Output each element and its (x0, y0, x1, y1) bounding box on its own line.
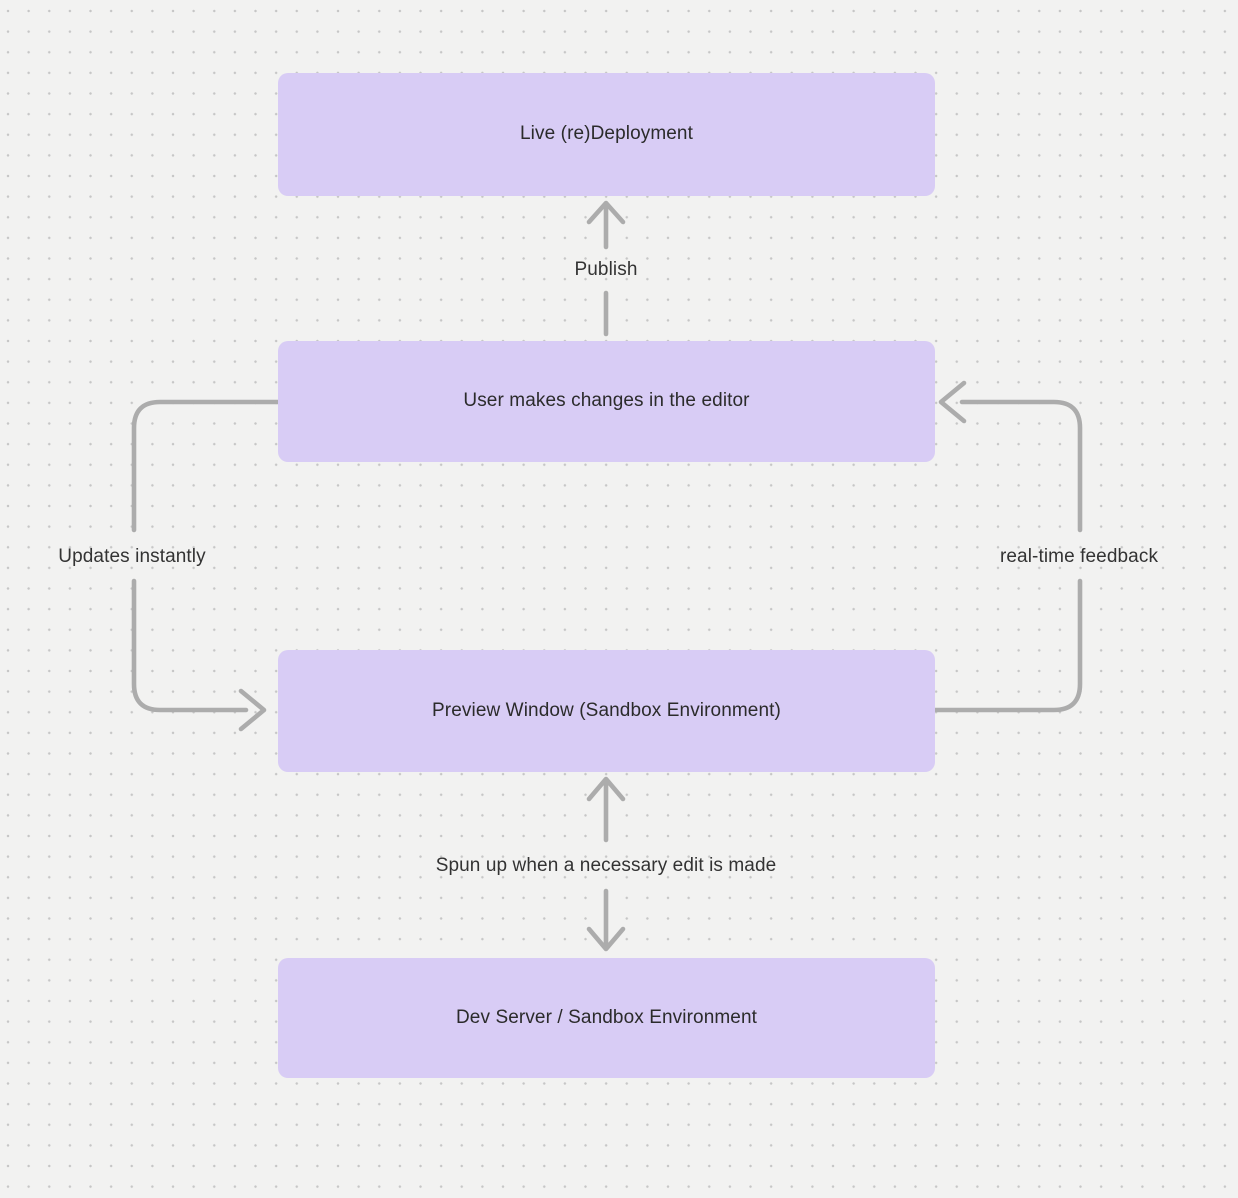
node-dev-server: Dev Server / Sandbox Environment (278, 958, 935, 1078)
edge-label-spun-up: Spun up when a necessary edit is made (435, 855, 777, 876)
edge-label-updates-instantly: Updates instantly (58, 546, 206, 567)
node-user-edits: User makes changes in the editor (278, 341, 935, 462)
node-preview-window: Preview Window (Sandbox Environment) (278, 650, 935, 772)
node-label: Preview Window (Sandbox Environment) (432, 699, 781, 721)
node-label: Dev Server / Sandbox Environment (455, 1006, 757, 1028)
edge-label-publish: Publish (574, 259, 638, 280)
edge-label-realtime-feedback: real-time feedback (999, 546, 1159, 567)
node-live-redeployment: Live (re)Deployment (278, 73, 935, 196)
node-label: User makes changes in the editor (463, 390, 750, 412)
node-label: Live (re)Deployment (520, 123, 693, 145)
